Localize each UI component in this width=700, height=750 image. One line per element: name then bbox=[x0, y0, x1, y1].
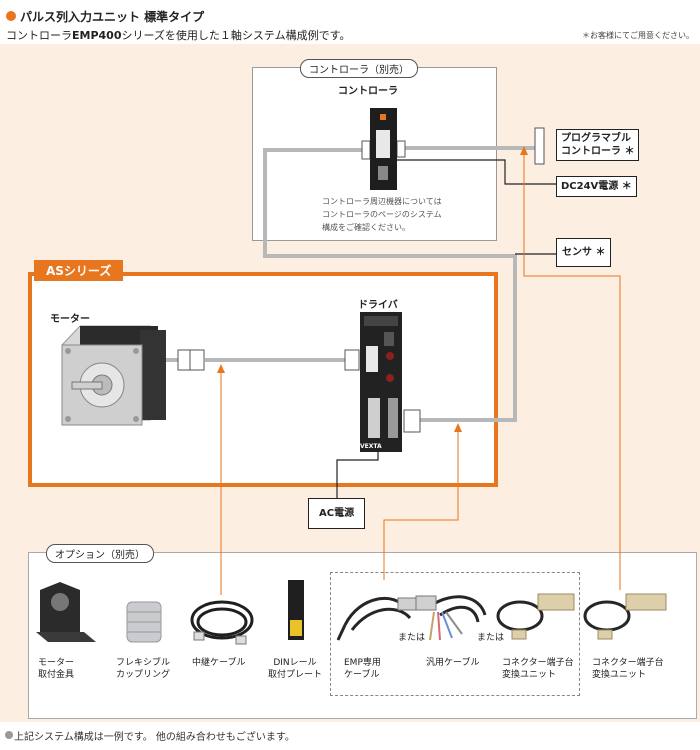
driver-brand: VEXTA bbox=[360, 443, 382, 450]
controller-note-line: コントローラのページのシステム bbox=[322, 210, 442, 219]
option-label: フレキシブル bbox=[116, 658, 171, 668]
connector-icon bbox=[189, 349, 205, 371]
option-label: 取付金具 bbox=[38, 670, 75, 680]
option-item-terminal-unit: コネクター端子台 変換ユニット bbox=[502, 657, 574, 681]
plc-box: プログラマブル コントローラ ＊ bbox=[556, 129, 640, 161]
option-item-emp-cable: EMP専用 ケーブル bbox=[344, 657, 381, 681]
motor-image bbox=[61, 325, 166, 426]
din-plate-image bbox=[288, 580, 304, 640]
option-item-coupling: フレキシブル カップリング bbox=[116, 657, 170, 681]
arrow-head-icon bbox=[454, 423, 462, 432]
option-label: ケーブル bbox=[344, 670, 380, 680]
page-title: パルス列入力ユニット 標準タイプ bbox=[20, 10, 205, 24]
plc-connector-icon bbox=[534, 127, 545, 165]
dc24v-line bbox=[395, 159, 556, 185]
general-cable-image bbox=[429, 595, 487, 623]
ac-power-box: AC電源 bbox=[308, 498, 366, 529]
sensor-box: センサ ＊ bbox=[556, 238, 612, 267]
dc24v-box: DC24V電源 ＊ bbox=[556, 176, 637, 197]
driver-image bbox=[360, 312, 402, 452]
as-series-tag: ASシリーズ bbox=[34, 260, 124, 281]
motor-bracket-image bbox=[36, 582, 96, 642]
option-label: DINレール bbox=[273, 658, 317, 668]
subtitle-prefix: コントローラ bbox=[6, 29, 72, 42]
controller-note: コントローラ周辺機器については コントローラのページのシステム 構成をご確認くだ… bbox=[322, 195, 442, 234]
option-label: 変換ユニット bbox=[592, 670, 647, 680]
footer-bullet-icon bbox=[5, 731, 13, 739]
arrow-head-icon bbox=[520, 146, 528, 155]
option-item-din-plate: DINレール 取付プレート bbox=[268, 657, 322, 681]
footer-note: 上記システム構成は一例です。 他の組み合わせもございます。 bbox=[14, 732, 295, 743]
or-label: または bbox=[398, 633, 426, 643]
subtitle-model: EMP400 bbox=[72, 29, 122, 42]
subtitle-suffix: シリーズを使用した１軸システム構成例です。 bbox=[121, 29, 351, 42]
plc-label: コントローラ ＊ bbox=[561, 146, 635, 157]
relay-cable-image bbox=[190, 600, 254, 640]
option-item-general-cable: 汎用ケーブル bbox=[426, 657, 479, 669]
option-label: コネクター端子台 bbox=[502, 658, 574, 668]
sensor-cable bbox=[263, 148, 517, 422]
or-label: または bbox=[477, 633, 505, 643]
terminal-unit-image bbox=[496, 593, 575, 640]
controller-label: コントローラ bbox=[338, 86, 398, 97]
option-label: EMP専用 bbox=[344, 658, 381, 668]
option-item-terminal-unit: コネクター端子台 変換ユニット bbox=[592, 657, 664, 681]
option-label: 汎用ケーブル bbox=[426, 658, 480, 668]
arrow-head-icon bbox=[217, 364, 225, 373]
cable-wires-image bbox=[429, 611, 463, 641]
option-item-motor-bracket: モーター 取付金具 bbox=[38, 657, 74, 681]
terminal-unit-image bbox=[583, 593, 667, 640]
option-label: モーター bbox=[38, 658, 75, 668]
plc-cable-arrow-line bbox=[523, 150, 621, 590]
driver-label: ドライバ bbox=[358, 300, 398, 311]
plc-label: プログラマブル bbox=[561, 133, 631, 144]
cable-lines bbox=[162, 146, 535, 422]
connector-icon bbox=[344, 349, 360, 371]
as-series-frame bbox=[28, 272, 498, 487]
option-label: 中継ケーブル bbox=[192, 658, 246, 668]
connector-icon bbox=[403, 409, 421, 433]
controller-note-line: 構成をご確認ください。 bbox=[322, 223, 410, 232]
controller-cable-group bbox=[330, 572, 580, 696]
option-label: 取付プレート bbox=[268, 670, 323, 680]
option-item-relay-cable: 中継ケーブル bbox=[192, 657, 245, 669]
coupling-image bbox=[126, 601, 162, 643]
page-subtitle: コントローラEMP400シリーズを使用した１軸システム構成例です。 bbox=[6, 27, 351, 43]
option-label: コネクター端子台 bbox=[592, 658, 664, 668]
controller-unit-image bbox=[370, 108, 397, 190]
driver-cable-arrow-line bbox=[383, 428, 459, 580]
title-bullet-icon bbox=[6, 11, 16, 21]
customer-supplied-note: ＊お客様にてご用意ください。 bbox=[582, 31, 694, 40]
controller-section-tag: コントローラ（別売） bbox=[300, 59, 418, 78]
controller-note-line: コントローラ周辺機器については bbox=[322, 197, 442, 206]
option-label: 変換ユニット bbox=[502, 670, 557, 680]
motor-label: モーター bbox=[50, 314, 90, 325]
options-section-tag: オプション（別売） bbox=[46, 544, 154, 563]
option-label: カップリング bbox=[116, 670, 171, 680]
